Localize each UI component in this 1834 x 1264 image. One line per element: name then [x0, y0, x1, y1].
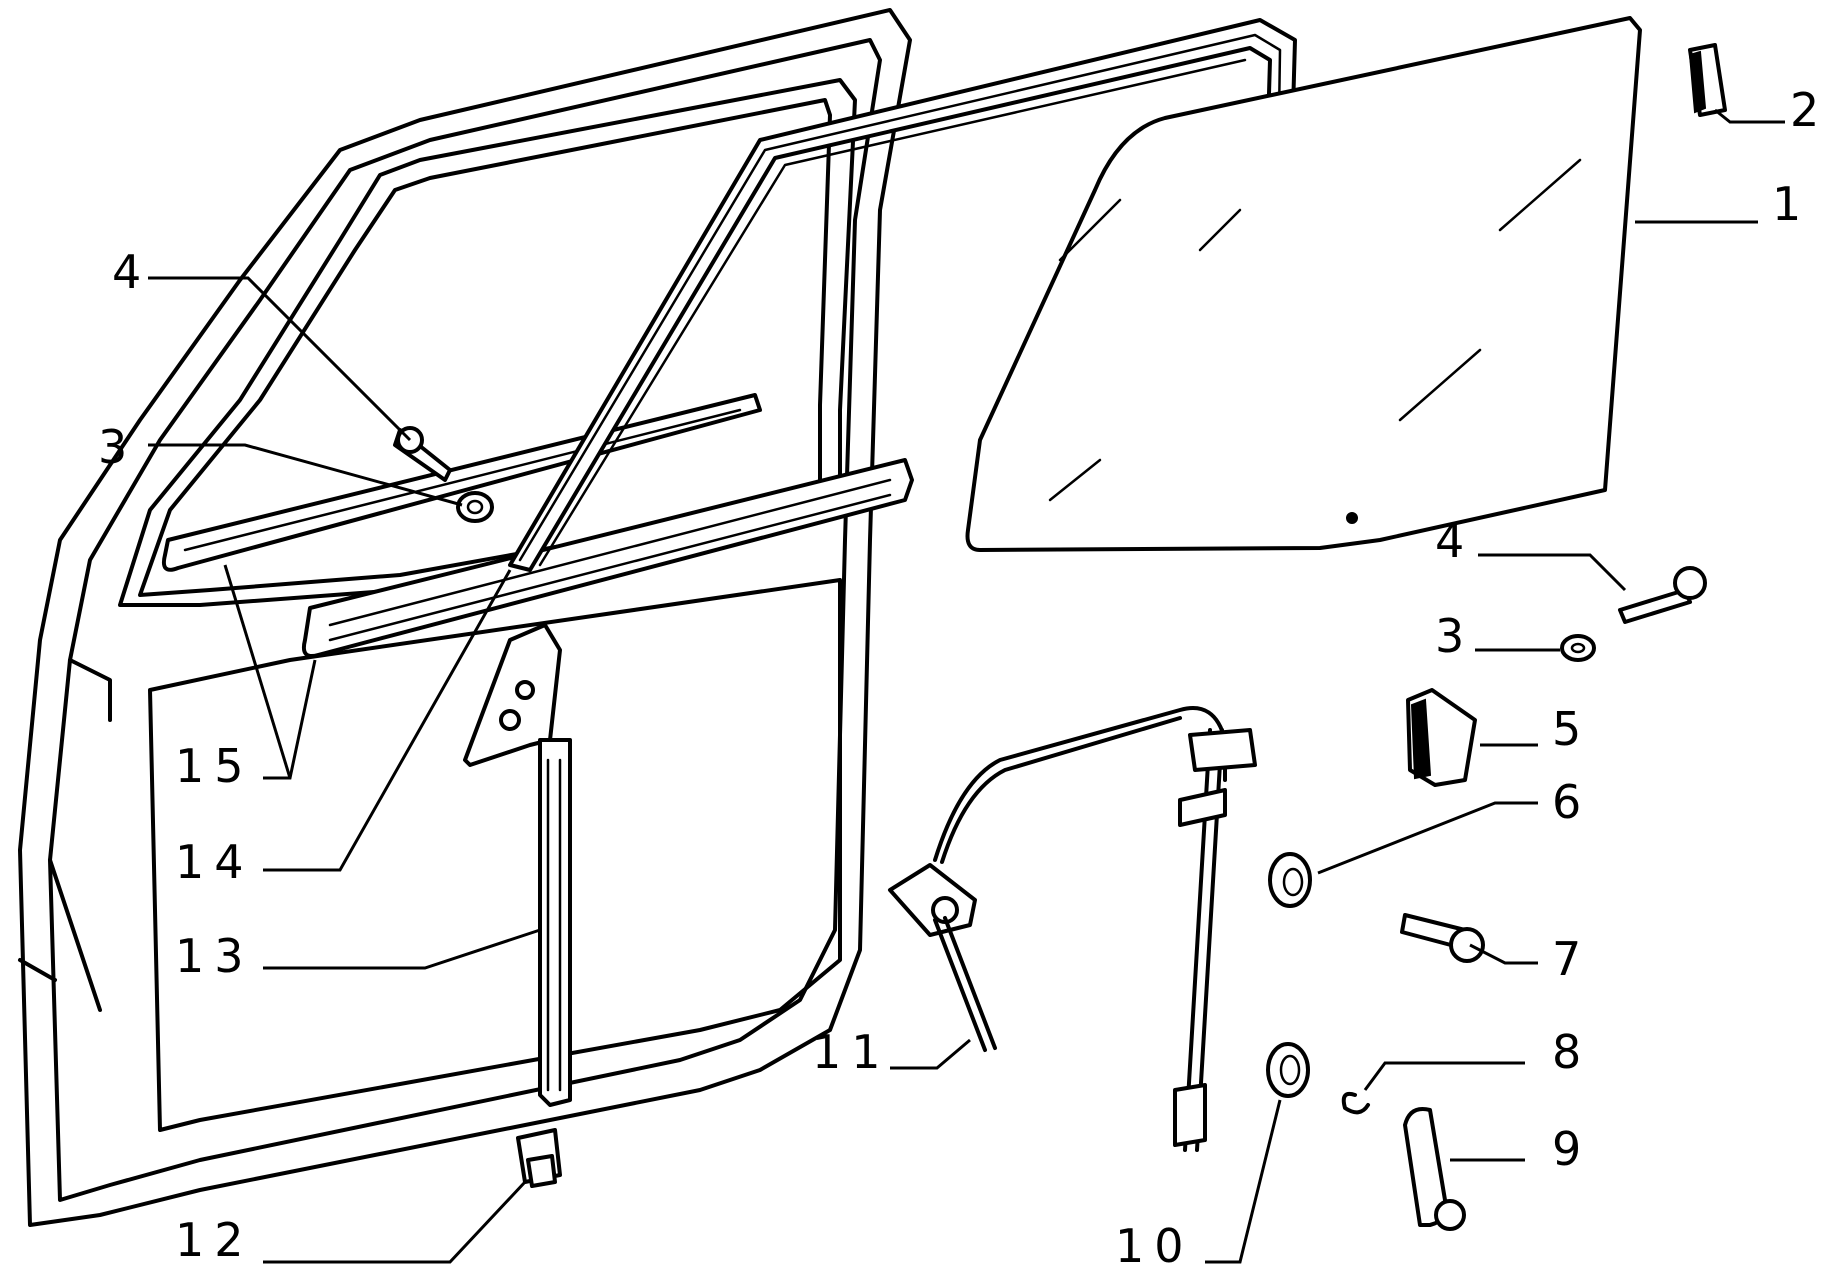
callout-4-lower: 4: [1435, 514, 1474, 568]
escutcheon-part-10: [1266, 1042, 1310, 1098]
bolt-part-7: [1400, 913, 1485, 963]
washer-part-3-upper: [456, 491, 494, 523]
glass-bracket-part-5: [1406, 688, 1477, 787]
callout-15: 15: [175, 739, 254, 793]
callout-6: 6: [1552, 775, 1591, 829]
callout-1: 1: [1772, 177, 1811, 231]
window-regulator-part-11: [888, 706, 1257, 1152]
callout-4-upper: 4: [112, 245, 151, 299]
washer-part-6: [1268, 852, 1312, 908]
callout-14: 14: [175, 835, 254, 889]
callout-5: 5: [1552, 702, 1591, 756]
screw-part-4-lower: [1618, 566, 1707, 624]
callout-11: 11: [812, 1025, 891, 1079]
crank-handle-part-9: [1403, 1107, 1466, 1231]
callout-8: 8: [1552, 1025, 1591, 1079]
callout-10: 10: [1115, 1219, 1194, 1264]
callout-9: 9: [1552, 1122, 1591, 1176]
callout-labels: 1 2 3 3 4 4 5 6 7 8 9 10 11 12 13 14 15: [98, 83, 1829, 1264]
callout-7: 7: [1552, 932, 1591, 986]
guide-channel-part-13: [463, 623, 572, 1107]
callout-2: 2: [1790, 83, 1829, 137]
leader-lines: [148, 108, 1785, 1264]
callout-13: 13: [175, 929, 254, 983]
screw-part-4-upper: [393, 426, 452, 482]
channel-clip-part-12: [516, 1128, 562, 1188]
belt-moulding-part-15: [161, 393, 914, 658]
washer-part-3-lower: [1560, 634, 1596, 662]
clip-part-8: [1341, 1091, 1370, 1115]
callout-12: 12: [175, 1213, 254, 1264]
glass-clip-part-2: [1688, 43, 1727, 117]
callout-3-lower: 3: [1435, 609, 1474, 663]
callout-3-upper: 3: [98, 420, 137, 474]
window-glass-part-1: [965, 16, 1642, 552]
